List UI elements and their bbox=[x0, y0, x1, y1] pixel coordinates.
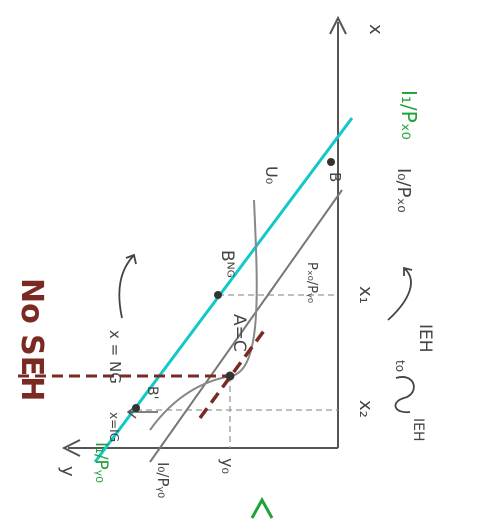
ieh-left-arrow bbox=[394, 376, 415, 414]
point-a-marker bbox=[225, 371, 235, 381]
outer-budget-x-label: I₁/Pₓ₀ bbox=[397, 90, 421, 140]
inner-budget-y-label: I₀/Pᵧ₀ bbox=[154, 462, 172, 498]
axis-arrow-top bbox=[329, 15, 347, 35]
axis-arrow-left bbox=[61, 439, 81, 457]
point-bng-marker bbox=[214, 291, 222, 299]
x-ig-label: x=IG bbox=[107, 412, 121, 442]
point-bprime-marker bbox=[132, 404, 140, 412]
tick-x2-label: x₂ bbox=[355, 400, 376, 418]
axis-y-label: y bbox=[57, 466, 78, 477]
point-a-label: A=C bbox=[229, 314, 249, 352]
indifference-label: U₀ bbox=[262, 166, 281, 184]
tick-x1-label: x₁ bbox=[355, 286, 376, 304]
ieh-right-arrow bbox=[387, 266, 413, 321]
point-b-label: B bbox=[326, 172, 344, 182]
inner-budget-x-label: I₀/Pₓ₀ bbox=[393, 168, 414, 213]
slope-label: Pₓ₀/Pᵧ₀ bbox=[304, 262, 319, 303]
guide-lines bbox=[136, 294, 338, 448]
ieh-left-label: IEH bbox=[410, 418, 426, 442]
ieh-right-label: IEH bbox=[415, 324, 435, 353]
green-arrow-mark bbox=[250, 496, 274, 519]
point-bprime-label: B' bbox=[144, 386, 160, 399]
axes bbox=[61, 15, 347, 457]
x-ng-label: x = NG bbox=[106, 330, 124, 384]
point-b-marker bbox=[327, 158, 335, 166]
outer-budget-y-label: I₁/Pᵧ₀ bbox=[91, 442, 111, 483]
ng-arrow bbox=[118, 253, 137, 319]
title-text: No SEH bbox=[14, 278, 49, 401]
tick-y0-label: y₀ bbox=[218, 458, 237, 474]
axis-x-label: x bbox=[365, 24, 386, 35]
indifference-curve-u0 bbox=[149, 199, 258, 431]
point-bng-label: Bᴺᴳ bbox=[217, 250, 237, 278]
inner-budget-line bbox=[149, 189, 343, 463]
to-label: to bbox=[393, 360, 407, 372]
